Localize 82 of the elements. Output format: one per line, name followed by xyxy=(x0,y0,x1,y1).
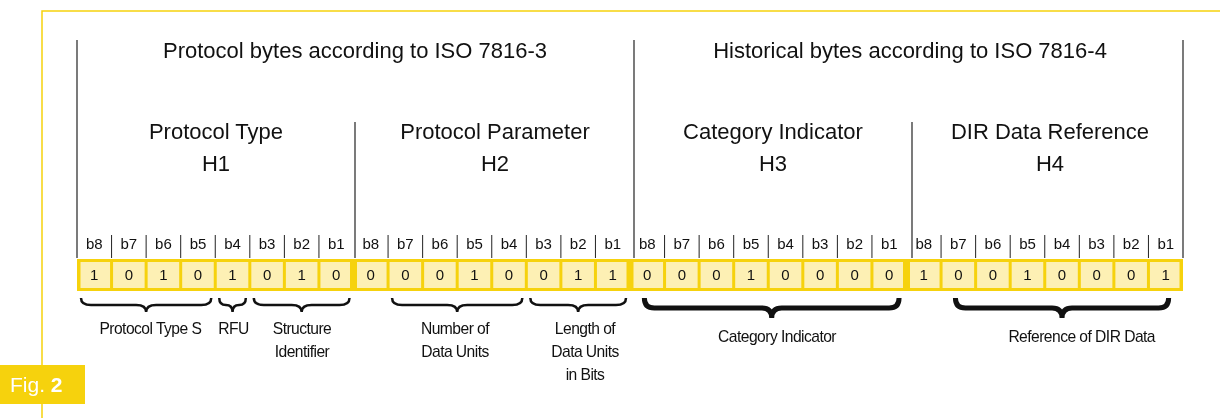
bit-value: 1 xyxy=(228,266,237,284)
bit-value: 1 xyxy=(159,266,168,284)
byte-number: H1 xyxy=(201,151,231,178)
bit-name: b5 xyxy=(189,235,207,253)
byte-number: H4 xyxy=(1035,151,1065,178)
bit-value: 1 xyxy=(919,266,928,284)
bit-name: b1 xyxy=(604,235,622,253)
bit-name: b3 xyxy=(811,235,829,253)
bit-name: b6 xyxy=(708,235,725,253)
bit-name: b2 xyxy=(569,235,587,253)
bit-value: 0 xyxy=(539,266,548,284)
bit-name: b7 xyxy=(950,235,967,253)
bit-name: b1 xyxy=(1157,235,1175,253)
bit-name: b3 xyxy=(258,235,276,253)
field-label: Number of Data Units xyxy=(419,318,491,363)
bit-value: 0 xyxy=(124,266,133,284)
group-heading: Historical bytes according to ISO 7816-4 xyxy=(713,38,1107,65)
field-label: RFU xyxy=(218,318,249,340)
bit-value: 1 xyxy=(746,266,756,284)
bit-value: 0 xyxy=(1057,266,1067,284)
figure-label: Fig. 2 xyxy=(0,365,85,404)
bit-name: b8 xyxy=(362,235,380,253)
field-label: Category Indicator xyxy=(718,326,837,348)
bit-value: 0 xyxy=(366,266,375,284)
bit-value: 0 xyxy=(643,266,652,284)
bit-name: b7 xyxy=(673,235,691,253)
bit-name: b5 xyxy=(1019,235,1036,253)
bit-value: 0 xyxy=(781,266,790,284)
field-label: Length of Data Units in Bits xyxy=(550,318,620,386)
bit-value: 0 xyxy=(1092,266,1101,284)
bit-value: 0 xyxy=(504,266,514,284)
bit-name: b4 xyxy=(224,235,241,253)
bit-value: 0 xyxy=(885,266,894,284)
bit-name: b5 xyxy=(466,235,483,253)
bit-name: b5 xyxy=(742,235,760,253)
bit-value: 1 xyxy=(297,266,306,284)
bit-name: b3 xyxy=(1088,235,1105,253)
byte-heading: Category Indicator xyxy=(683,119,863,146)
byte-heading: Protocol Parameter xyxy=(400,119,590,146)
bit-value: 0 xyxy=(677,266,686,284)
byte-number: H3 xyxy=(758,151,788,178)
bit-name: b6 xyxy=(984,235,1002,253)
bit-value: 0 xyxy=(1127,266,1136,284)
bit-name: b1 xyxy=(880,235,898,253)
byte-heading: DIR Data Reference xyxy=(950,119,1150,146)
bit-value: 1 xyxy=(1161,266,1170,284)
bit-value: 0 xyxy=(332,266,341,284)
bit-value: 0 xyxy=(988,266,998,284)
bit-name: b2 xyxy=(293,235,310,253)
bit-name: b2 xyxy=(1122,235,1140,253)
bit-name: b4 xyxy=(500,235,518,253)
bit-value: 1 xyxy=(90,266,99,284)
bit-value: 0 xyxy=(401,266,410,284)
bit-name: b8 xyxy=(85,235,103,253)
bit-value: 0 xyxy=(262,266,272,284)
field-label: Protocol Type S xyxy=(99,318,202,340)
bit-value: 0 xyxy=(850,266,859,284)
bit-value: 0 xyxy=(712,266,721,284)
bit-name: b2 xyxy=(846,235,863,253)
bit-name: b6 xyxy=(431,235,449,253)
bit-value: 1 xyxy=(1023,266,1032,284)
byte-heading: Protocol Type xyxy=(148,119,284,146)
bit-name: b7 xyxy=(120,235,138,253)
bit-name: b1 xyxy=(327,235,345,253)
bit-name: b8 xyxy=(638,235,656,253)
group-heading: Protocol bytes according to ISO 7816-3 xyxy=(163,38,547,65)
bit-name: b3 xyxy=(535,235,552,253)
bit-value: 0 xyxy=(435,266,445,284)
bit-name: b7 xyxy=(397,235,414,253)
bit-value: 1 xyxy=(470,266,479,284)
field-label: Structure Identifier xyxy=(271,318,333,363)
field-label: Reference of DIR Data xyxy=(1008,326,1155,348)
bit-value: 1 xyxy=(608,266,617,284)
bit-name: b8 xyxy=(915,235,933,253)
bit-value: 0 xyxy=(954,266,963,284)
bit-name: b4 xyxy=(1053,235,1071,253)
bit-value: 0 xyxy=(815,266,825,284)
bit-value: 1 xyxy=(574,266,583,284)
bit-name: b6 xyxy=(155,235,172,253)
byte-number: H2 xyxy=(480,151,510,178)
bit-name: b4 xyxy=(777,235,794,253)
bit-value: 0 xyxy=(193,266,203,284)
